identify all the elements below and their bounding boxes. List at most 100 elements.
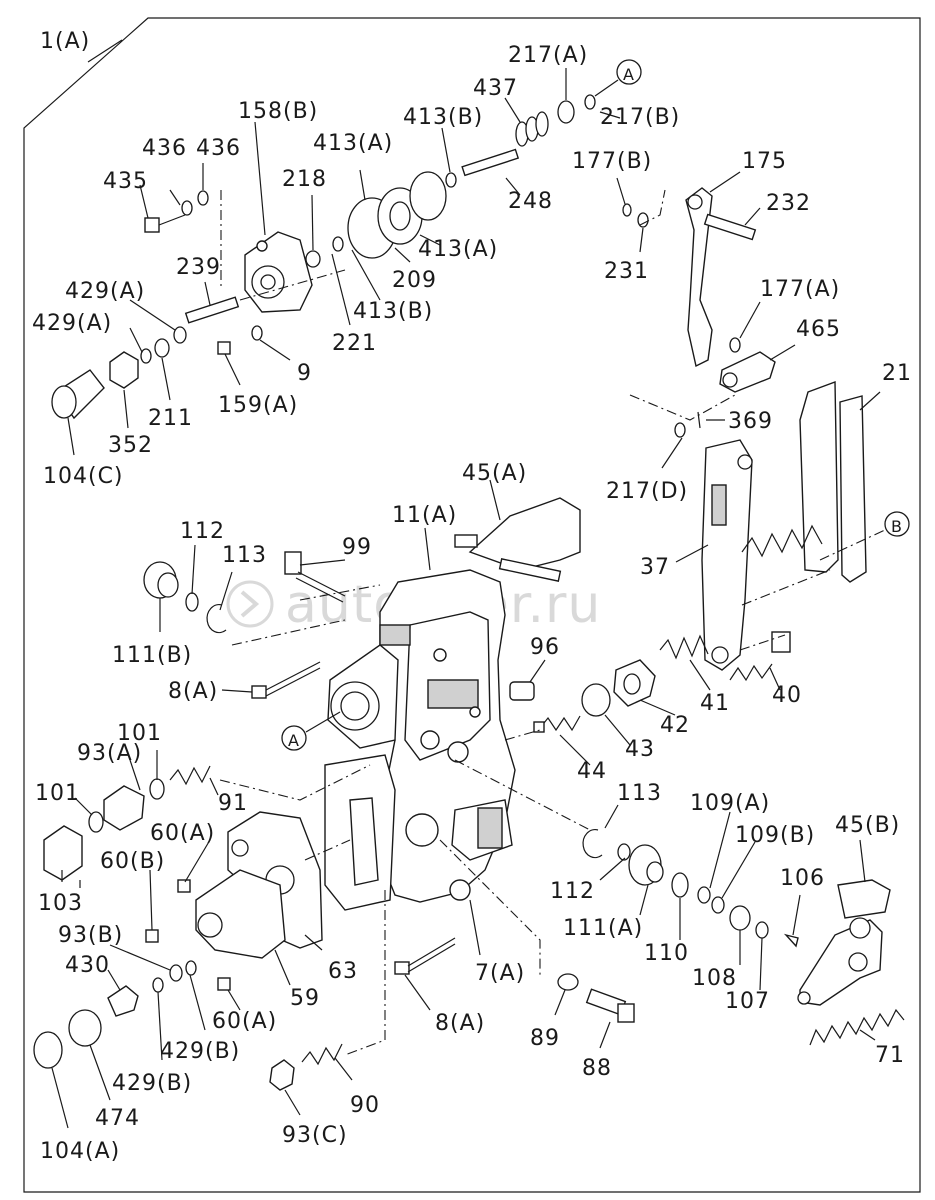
part-label-108: 108 bbox=[692, 966, 737, 991]
spring-71 bbox=[809, 1008, 905, 1046]
part-label-93a: 93(A) bbox=[77, 741, 142, 766]
part-label-44: 44 bbox=[577, 759, 607, 784]
nut-42 bbox=[613, 659, 656, 707]
part-label-465: 465 bbox=[796, 317, 841, 342]
part-label-103: 103 bbox=[38, 891, 83, 916]
part-label-209: 209 bbox=[392, 268, 437, 293]
bolt-88 bbox=[585, 988, 635, 1023]
governor-housing-11a bbox=[324, 569, 516, 911]
part-label-429b-a: 429(B) bbox=[160, 1039, 240, 1064]
part-label-110: 110 bbox=[644, 941, 689, 966]
part-label-109b: 109(B) bbox=[735, 823, 815, 848]
part-label-59: 59 bbox=[290, 986, 320, 1011]
pin-106 bbox=[783, 933, 799, 948]
svg-text:A: A bbox=[623, 65, 635, 84]
nut-43 bbox=[581, 683, 611, 717]
part-label-369: 369 bbox=[728, 409, 773, 434]
part-label-158b: 158(B) bbox=[238, 99, 318, 124]
part-label-211: 211 bbox=[148, 406, 193, 431]
part-label-175: 175 bbox=[742, 149, 787, 174]
bracket-21 bbox=[799, 381, 867, 583]
washer-107 bbox=[755, 921, 769, 939]
part-label-90: 90 bbox=[350, 1093, 380, 1118]
part-label-217d: 217(D) bbox=[606, 479, 688, 504]
washer-109b bbox=[711, 896, 725, 914]
lever-37 bbox=[701, 439, 753, 671]
svg-text:A: A bbox=[288, 731, 300, 750]
part-label-112a: 112 bbox=[180, 519, 225, 544]
spacer-110 bbox=[671, 872, 689, 898]
part-label-239: 239 bbox=[176, 255, 221, 280]
part-label-41: 41 bbox=[700, 691, 730, 716]
washer-429a bbox=[173, 326, 187, 344]
part-label-104c: 104(C) bbox=[43, 464, 124, 489]
ref-callout-a-body: A bbox=[281, 711, 341, 751]
plug-111b bbox=[143, 561, 179, 599]
washer-413b bbox=[445, 172, 457, 188]
cap-104c bbox=[51, 369, 105, 420]
part-label-231: 231 bbox=[604, 259, 649, 284]
washer-429b bbox=[152, 977, 164, 993]
part-label-352: 352 bbox=[108, 433, 153, 458]
screw-44 bbox=[533, 715, 581, 733]
part-label-8a-a: 8(A) bbox=[168, 679, 218, 704]
part-label-88: 88 bbox=[582, 1056, 612, 1081]
washer-217d bbox=[674, 422, 686, 438]
washer-429b-b bbox=[185, 960, 197, 976]
plug-96 bbox=[509, 681, 535, 701]
washer-221 bbox=[332, 236, 344, 252]
cap-474 bbox=[68, 1009, 102, 1047]
bolt-8a-b bbox=[394, 937, 456, 975]
nut-93c bbox=[269, 1059, 295, 1091]
part-label-104a: 104(A) bbox=[40, 1139, 120, 1164]
cap-104a bbox=[33, 1031, 63, 1069]
part-label-37: 37 bbox=[640, 555, 670, 580]
part-label-177a: 177(A) bbox=[760, 277, 840, 302]
bolt-232 bbox=[703, 213, 757, 241]
spring-437 bbox=[515, 111, 549, 147]
bolt-60b bbox=[145, 929, 159, 943]
link-465 bbox=[719, 351, 776, 393]
screw-239 bbox=[184, 296, 240, 324]
washer-218 bbox=[305, 250, 321, 268]
screw-430 bbox=[107, 985, 139, 1017]
lever-45b bbox=[797, 879, 891, 1006]
diagram-frame bbox=[23, 17, 921, 1193]
part-label-159a: 159(A) bbox=[218, 393, 298, 418]
part-label-474: 474 bbox=[95, 1106, 140, 1131]
plug-111a bbox=[628, 844, 664, 886]
part-label-111b: 111(B) bbox=[112, 643, 192, 668]
part-label-221: 221 bbox=[332, 331, 377, 356]
spring-91 bbox=[169, 765, 211, 786]
svg-text:B: B bbox=[891, 517, 903, 536]
o-ring-112a bbox=[185, 592, 199, 612]
diaphragm-413a-b bbox=[409, 171, 447, 221]
clip-113b bbox=[582, 828, 603, 859]
nut-108 bbox=[729, 905, 751, 931]
leader-lines bbox=[51, 68, 881, 1129]
part-label-93c: 93(C) bbox=[282, 1123, 348, 1148]
part-label-45a: 45(A) bbox=[462, 461, 527, 486]
part-label-7a: 7(A) bbox=[475, 961, 525, 986]
ref-callout-b: B bbox=[884, 511, 910, 537]
bolt-8a bbox=[251, 661, 321, 699]
part-label-430: 430 bbox=[65, 953, 110, 978]
part-label-99: 99 bbox=[342, 535, 372, 560]
part-label-217b: 217(B) bbox=[600, 105, 680, 130]
part-label-232: 232 bbox=[766, 191, 811, 216]
part-label-45b: 45(B) bbox=[835, 813, 900, 838]
washer-109a bbox=[697, 886, 711, 904]
clip-177b bbox=[622, 203, 632, 217]
nut-93a bbox=[103, 785, 145, 831]
part-label-436a: 436 bbox=[142, 136, 187, 161]
part-label-113a: 113 bbox=[222, 543, 267, 568]
part-label-413a-mid: 413(A) bbox=[418, 237, 498, 262]
body-59 bbox=[195, 869, 286, 959]
cover-158b bbox=[244, 231, 313, 313]
bolt-60a bbox=[177, 879, 191, 893]
shaft-248 bbox=[461, 148, 520, 177]
screw-99 bbox=[284, 551, 346, 603]
part-labels: 1(A)217(A)437217(B)158(B)413(B)413(A)436… bbox=[32, 29, 911, 1164]
